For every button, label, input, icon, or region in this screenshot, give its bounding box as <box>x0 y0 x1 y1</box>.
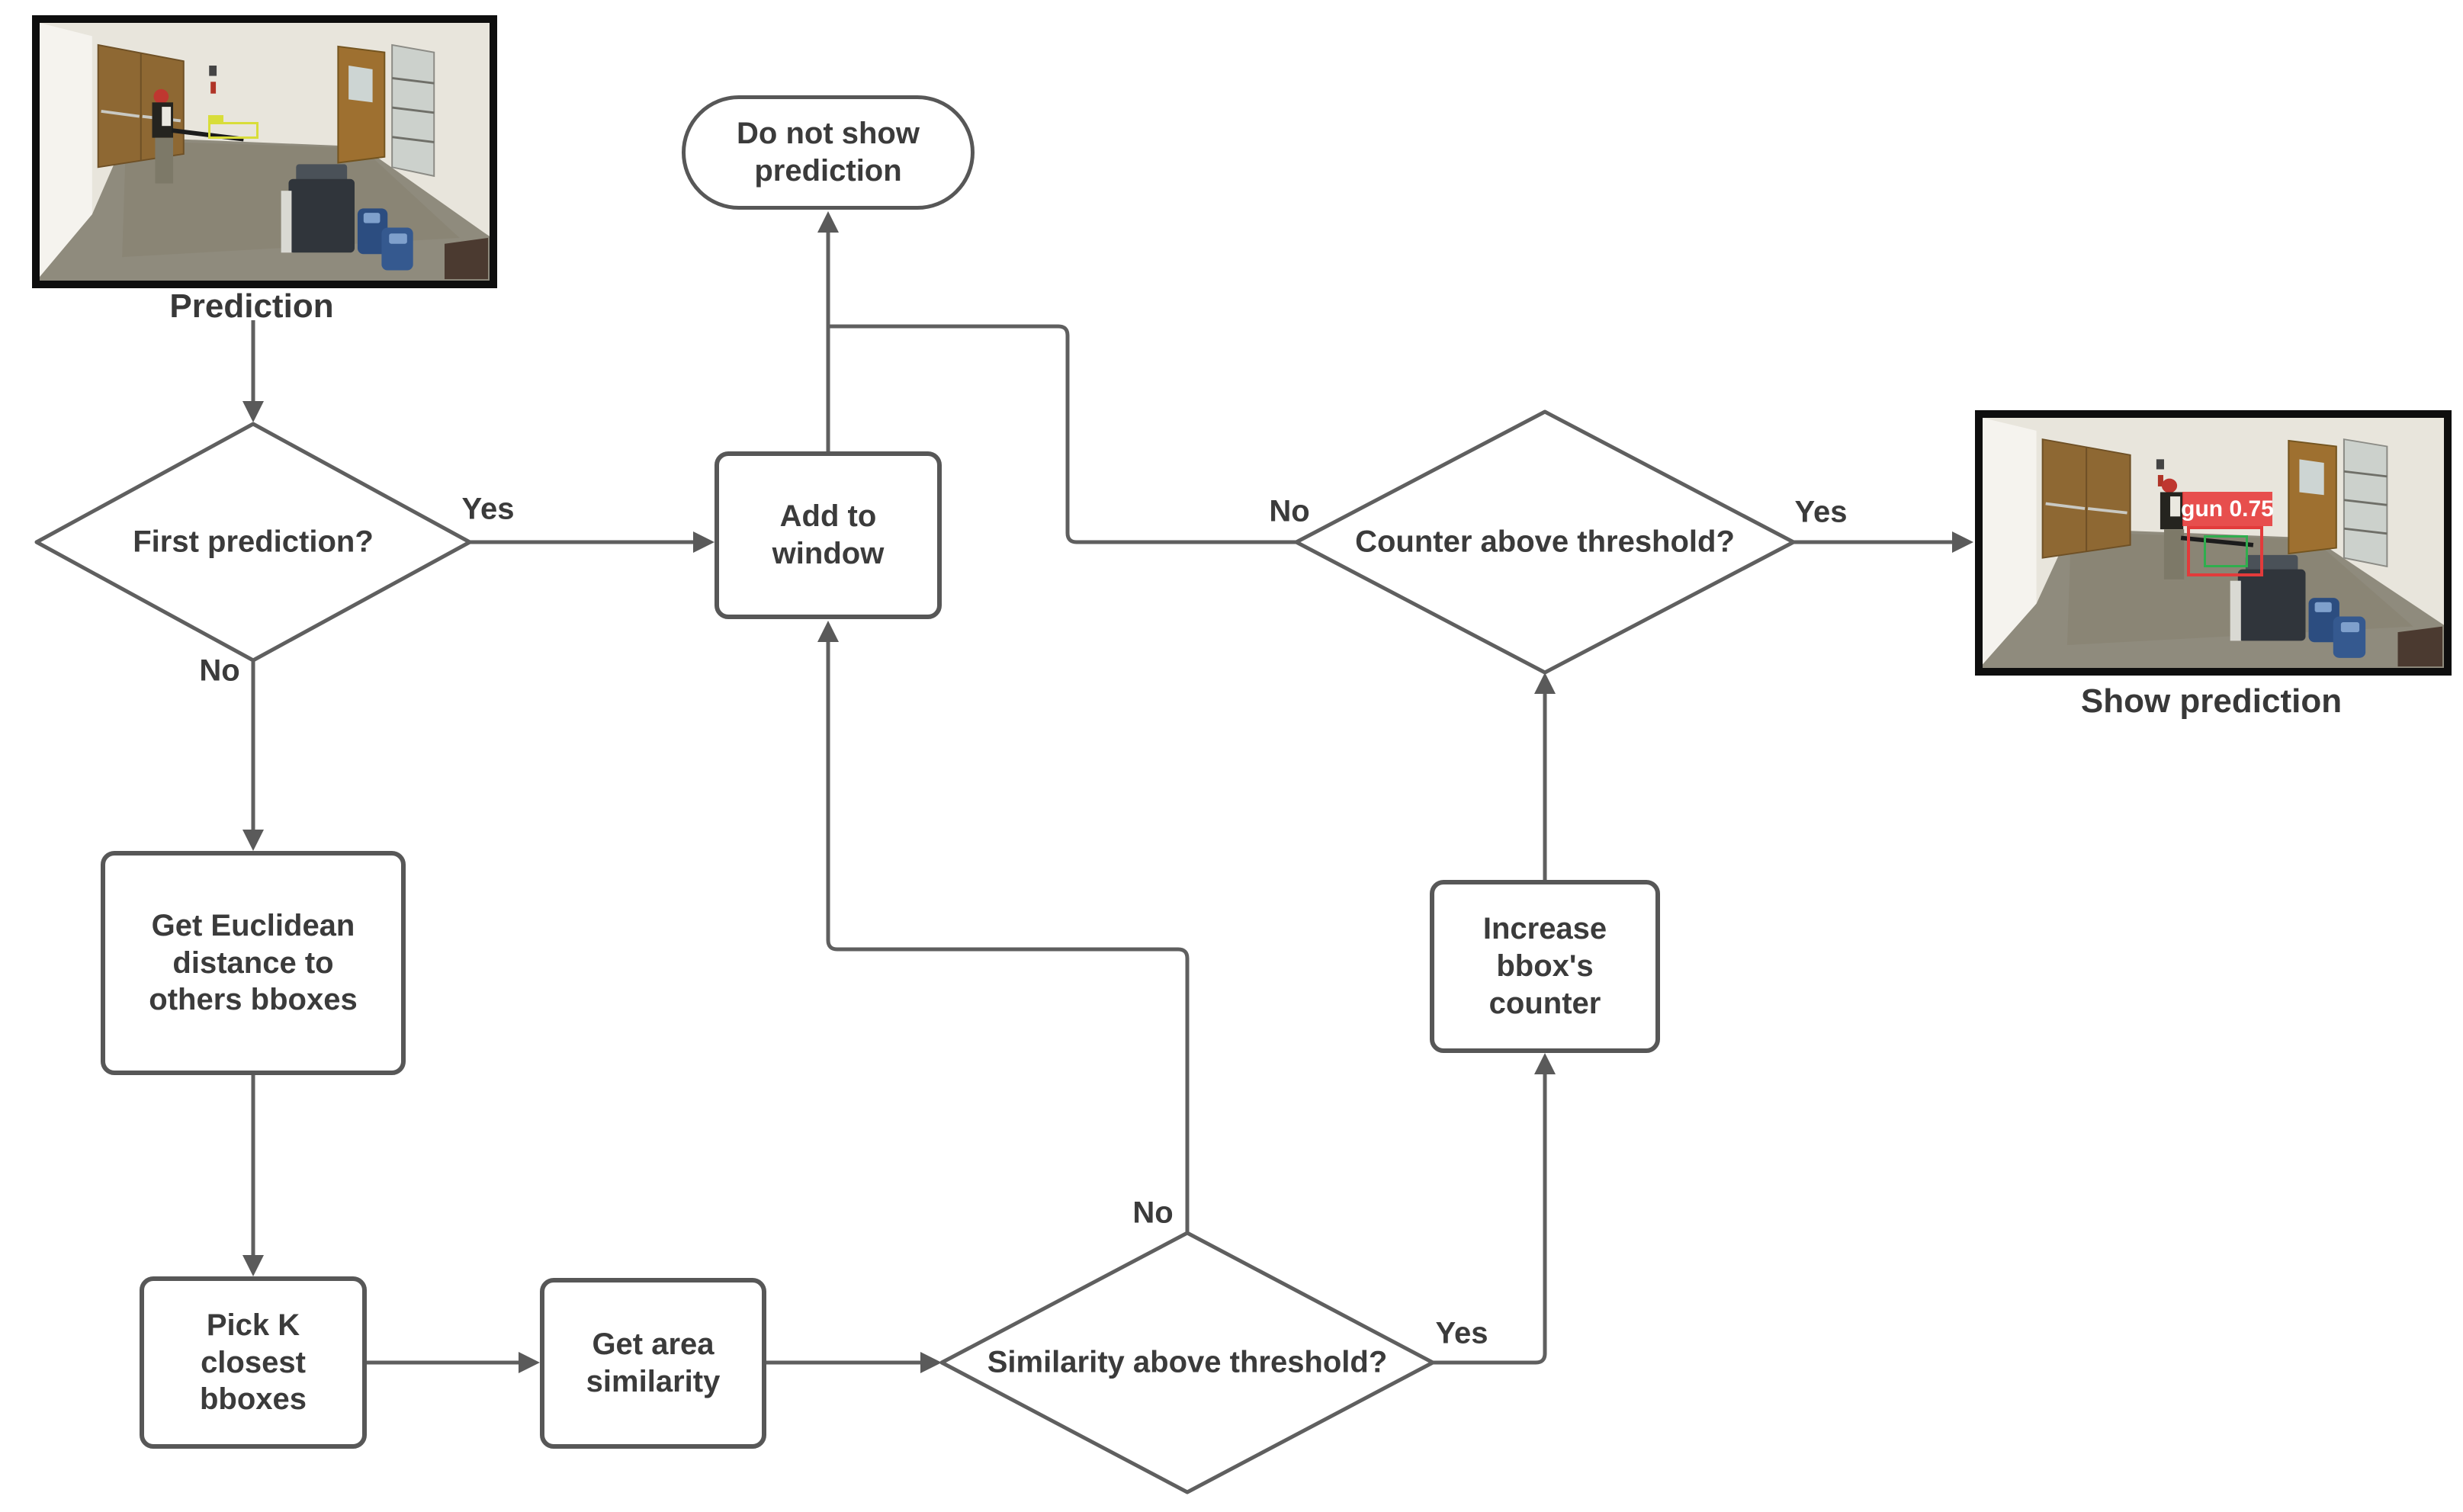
scene-sidelight-bar2 <box>391 106 435 114</box>
node-get-euclidean-distance-label: Get Euclidean distance to others bboxes <box>149 908 358 1017</box>
node-pick-k-closest-label: Pick K closest bboxes <box>199 1308 307 1417</box>
yellow-detection-bbox <box>208 122 259 139</box>
scene-right-door <box>2288 439 2337 555</box>
scene-sidelight-bar1 <box>391 76 435 85</box>
scene-bin1-lid <box>363 213 381 223</box>
scene-copier-top <box>296 164 348 184</box>
decision-similarity-threshold <box>939 1231 1435 1494</box>
node-pick-k-closest: Pick K closest bboxes <box>140 1276 367 1449</box>
show-prediction-caption: Show prediction <box>2080 682 2343 720</box>
person-legs <box>155 137 174 184</box>
person-back-patch <box>162 107 172 127</box>
arrowhead-into-increase <box>1534 1053 1556 1074</box>
arrowhead-into-euclid <box>242 830 264 851</box>
connector-lines <box>251 233 1952 1365</box>
yellow-detection-tag <box>208 115 223 122</box>
scene-push-bar-right <box>2087 507 2127 515</box>
gun-detection-label-text: gun 0.75 <box>2181 496 2274 522</box>
scene-fire-extinguisher <box>210 82 217 94</box>
prediction-photo <box>32 15 497 288</box>
node-get-area-similarity-label: Get area similarity <box>586 1327 721 1398</box>
scene-sidelight-bar3 <box>2343 527 2388 535</box>
arrowhead-into-similarity <box>920 1352 942 1373</box>
scene-push-bar-left <box>101 109 140 118</box>
arrowhead-into-add-left <box>693 531 714 553</box>
show-prediction-photo <box>1975 410 2452 676</box>
node-increase-bbox-counter-label: Increase bbox's counter <box>1482 912 1607 1020</box>
scene-sidelight-bar3 <box>391 136 435 143</box>
hallway-scene <box>40 23 490 281</box>
arrowhead-into-pick <box>242 1255 264 1276</box>
scene-desk <box>2397 626 2442 667</box>
decision-counter-threshold-label: Counter above threshold? <box>1355 525 1735 559</box>
scene-bin1-lid <box>2314 602 2332 612</box>
arrowheads <box>242 211 1973 1373</box>
edge-label-first-no: No <box>199 653 240 688</box>
prediction-caption: Prediction <box>169 287 334 325</box>
scene-left-wall <box>1983 418 2037 665</box>
scene-bin2-lid <box>2340 622 2360 633</box>
node-do-not-show-prediction: Do not show prediction <box>682 95 975 210</box>
edge-label-first-yes: Yes <box>461 492 515 526</box>
arrowhead-into-add-bottom <box>817 621 839 642</box>
scene-sidelight-bar1 <box>2343 470 2388 478</box>
scene-copier-top <box>2245 554 2298 574</box>
scene-copier-side <box>2230 580 2241 641</box>
hallway-scene <box>1983 418 2444 668</box>
node-add-to-window: Add to window <box>714 451 942 619</box>
edge-label-counter-no: No <box>1269 494 1310 528</box>
person-gun <box>2180 535 2254 547</box>
scene-door-window <box>2299 459 2324 496</box>
scene-fire-extinguisher <box>2157 474 2163 486</box>
arrowhead-into-area <box>519 1352 540 1373</box>
arrowhead-into-counter <box>1534 673 1556 694</box>
scene-desk <box>445 237 489 280</box>
green-detection-bbox <box>2204 535 2248 567</box>
scene-push-bar-left <box>2045 502 2086 510</box>
node-get-euclidean-distance: Get Euclidean distance to others bboxes <box>101 851 406 1075</box>
edge-label-similarity-yes: Yes <box>1435 1316 1488 1350</box>
node-increase-bbox-counter: Increase bbox's counter <box>1430 880 1660 1053</box>
edge-similarity-no <box>826 642 1190 1233</box>
edge-label-counter-yes: Yes <box>1794 495 1848 529</box>
red-detection-bbox <box>2187 526 2263 576</box>
person-red-hat <box>2161 478 2178 493</box>
scene-copier-side <box>281 191 292 253</box>
gun-detection-label: gun 0.75 <box>2181 492 2274 526</box>
node-add-to-window-label: Add to window <box>772 499 885 570</box>
decision-similarity-threshold-label: Similarity above threshold? <box>987 1345 1388 1379</box>
arrowhead-into-show-image <box>1952 531 1973 553</box>
decision-counter-threshold <box>1294 409 1796 675</box>
decision-first-prediction <box>34 422 472 663</box>
scene-left-wall <box>40 23 92 278</box>
person-red-hat <box>153 88 169 104</box>
edge-label-similarity-no: No <box>1132 1196 1174 1230</box>
edge-counter-no <box>828 324 1296 544</box>
scene-copier-body <box>2237 569 2306 641</box>
decision-first-prediction-label: First prediction? <box>133 525 374 559</box>
decision-diamonds <box>34 409 1796 1494</box>
scene-wall-sign <box>2156 459 2164 470</box>
node-do-not-show-prediction-label: Do not show prediction <box>737 117 920 188</box>
scene-copier-body <box>288 178 355 253</box>
node-get-area-similarity: Get area similarity <box>540 1278 766 1449</box>
scene-bin2-lid <box>389 233 407 244</box>
arrowhead-into-first-diamond <box>242 401 264 422</box>
edge-similarity-yes <box>1433 1074 1547 1365</box>
person-legs <box>2163 529 2185 579</box>
person-back-patch <box>2170 496 2181 517</box>
scene-sidelight-bar2 <box>2343 499 2388 506</box>
scene-wall-sign <box>209 66 217 76</box>
scene-right-door <box>337 45 386 164</box>
scene-door-window <box>348 66 373 103</box>
arrowhead-into-donotshow <box>817 211 839 233</box>
